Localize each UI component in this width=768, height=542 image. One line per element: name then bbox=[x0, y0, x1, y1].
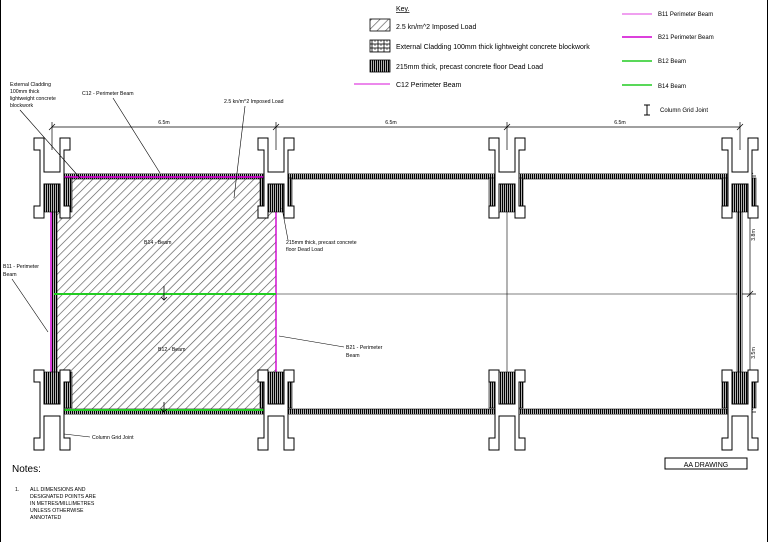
key-title: Key. bbox=[396, 6, 410, 13]
cladding-label-2: 100mm thick bbox=[10, 89, 40, 95]
hatch-swatch bbox=[369, 18, 391, 32]
b12-label: B12 - Beam bbox=[158, 347, 185, 353]
slab-swatch bbox=[369, 59, 391, 73]
b14-label: B14 - Beam bbox=[144, 240, 171, 246]
span-dimensions bbox=[48, 122, 744, 150]
b11-label-2: Beam bbox=[3, 272, 17, 278]
column-joint-icon bbox=[643, 104, 651, 116]
notes-title: Notes: bbox=[12, 464, 41, 475]
bay-dimension-2: 3.5m bbox=[751, 347, 757, 359]
span-dimension-3: 6.5m bbox=[614, 120, 626, 126]
title-box: AA DRAWING bbox=[664, 457, 748, 470]
cladding-label-3: lightweight concrete bbox=[10, 96, 56, 102]
floor-plan bbox=[33, 137, 759, 451]
b21-legend-label: B21 Perimeter Beam bbox=[658, 35, 714, 41]
drawing-title: AA DRAWING bbox=[684, 462, 728, 469]
cladding-label-4: blockwork bbox=[10, 103, 33, 109]
slab-label-2: floor Dead Load bbox=[286, 247, 323, 253]
blockwork-swatch bbox=[369, 39, 391, 53]
load-markers bbox=[160, 286, 168, 413]
span-dimension-2: 6.5m bbox=[385, 120, 397, 126]
imposed-label: 2.5 kn/m^2 Imposed Load bbox=[224, 99, 284, 105]
notes: Notes: 1. ALL DIMENSIONS AND DESIGNATED … bbox=[12, 464, 96, 521]
notes-line-1: ALL DIMENSIONS AND bbox=[30, 487, 86, 493]
key-legend: Key. 2.5 kn/m^2 Imposed Load External Cl… bbox=[354, 6, 590, 89]
b14-legend-label: B14 Beam bbox=[658, 84, 686, 90]
notes-line-2: DESIGNATED POINTS ARE bbox=[30, 494, 96, 500]
key-item-imposed: 2.5 kn/m^2 Imposed Load bbox=[396, 24, 476, 31]
key-item-c12: C12 Perimeter Beam bbox=[396, 82, 462, 89]
cladding-label-1: External Cladding bbox=[10, 82, 51, 88]
c12-label: C12 - Perimeter Beam bbox=[82, 91, 134, 97]
key-item-slab: 215mm thick, precast concrete floor Dead… bbox=[396, 64, 543, 71]
b12-legend-label: B12 Beam bbox=[658, 59, 686, 65]
bay-dimension-1: 3.8m bbox=[751, 229, 757, 241]
span-dimension-1: 6.5m bbox=[158, 120, 170, 126]
notes-item-number: 1. bbox=[15, 487, 19, 493]
notes-line-4: UNLESS OTHERWISE bbox=[30, 508, 84, 514]
grid-joint-label: Column Grid Joint bbox=[92, 435, 134, 441]
b11-legend-label: B11 Perimeter Beam bbox=[658, 12, 713, 18]
notes-line-3: IN METRES/MILLIMETRES bbox=[30, 501, 95, 507]
b21-label-1: B21 - Perimeter bbox=[346, 345, 383, 351]
notes-line-5: ANNOTATED bbox=[30, 515, 61, 521]
slab-label-1: 215mm thick, precast concrete bbox=[286, 240, 357, 246]
grid-joint-legend-label: Column Grid Joint bbox=[660, 108, 708, 114]
annotations: External Cladding 100mm thick lightweigh… bbox=[3, 82, 383, 441]
beam-legend: B11 Perimeter Beam B21 Perimeter Beam B1… bbox=[622, 12, 714, 116]
key-item-cladding: External Cladding 100mm thick lightweigh… bbox=[396, 44, 590, 51]
b11-label-1: B11 - Perimeter bbox=[3, 264, 39, 270]
b21-label-2: Beam bbox=[346, 353, 360, 359]
